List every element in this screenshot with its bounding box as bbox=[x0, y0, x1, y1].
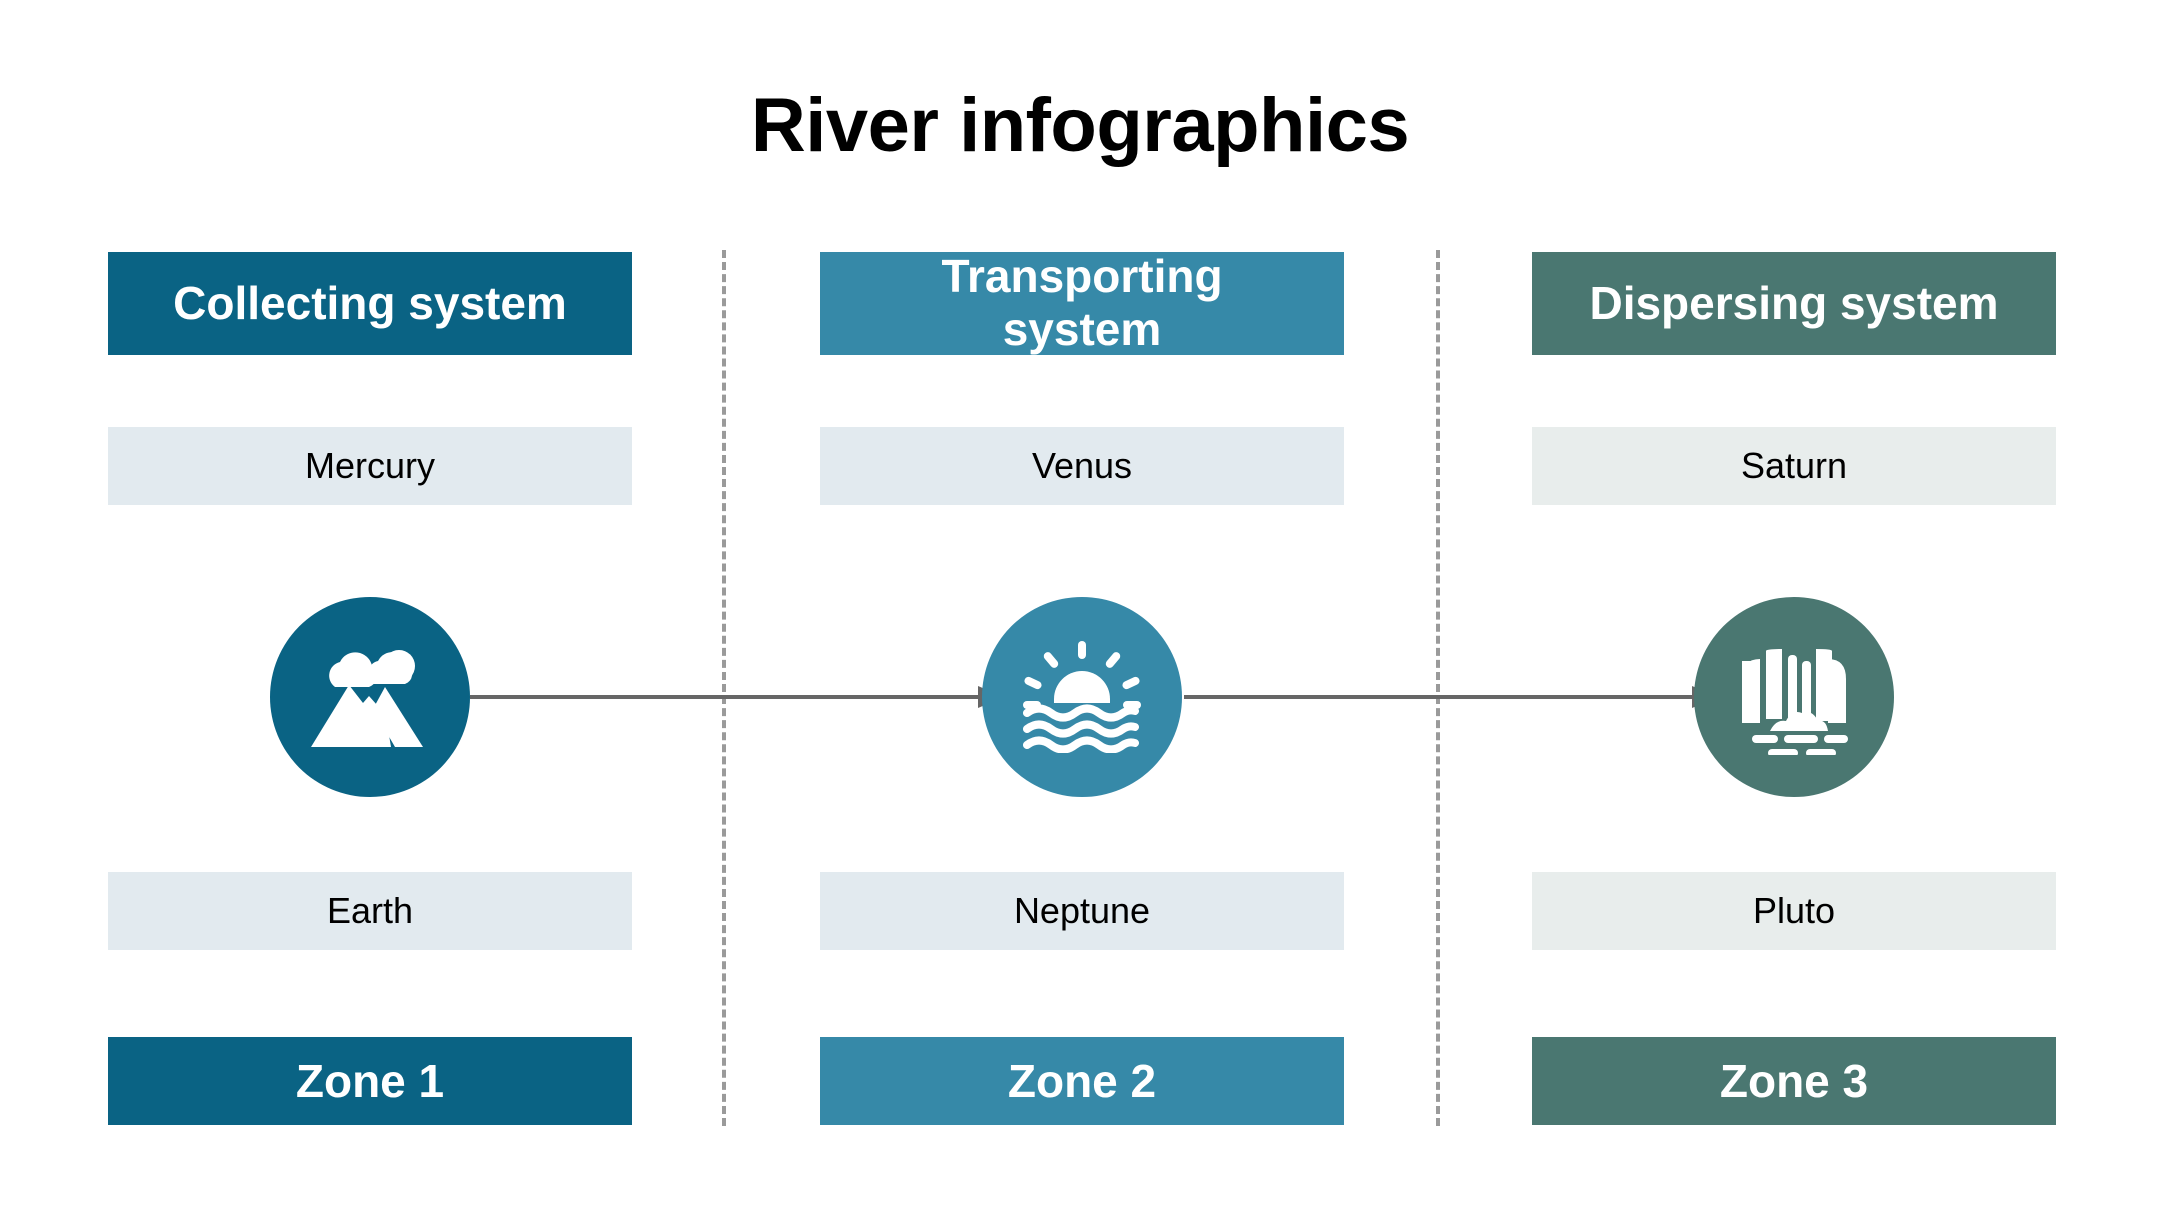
value-text-top-1: Mercury bbox=[304, 445, 435, 486]
divider-between-col1-col2 bbox=[722, 250, 726, 1126]
value-box-bottom-2: Neptune bbox=[820, 872, 1344, 950]
zone-bar-1: Zone 1 bbox=[108, 1037, 632, 1125]
system-header-bar-3: Dispersing system bbox=[1532, 252, 2056, 355]
column-zone-1: Collecting system Mercury bbox=[108, 0, 632, 1215]
mountain-icon bbox=[311, 643, 429, 751]
zone-label-1: Zone 1 bbox=[295, 1055, 445, 1107]
system-header-label-1: Collecting system bbox=[173, 276, 567, 329]
zone-label-2: Zone 2 bbox=[1007, 1055, 1157, 1107]
zone-bar-3: Zone 3 bbox=[1532, 1037, 2056, 1125]
zone-label-3: Zone 3 bbox=[1719, 1055, 1869, 1107]
value-text-bottom-3: Pluto bbox=[1752, 890, 1836, 931]
page-title: River infographics bbox=[750, 83, 1410, 168]
value-box-top-3: Saturn bbox=[1532, 427, 2056, 505]
value-box-top-2: Venus bbox=[820, 427, 1344, 505]
icon-circle-2 bbox=[982, 597, 1182, 797]
system-header-label-3: Dispersing system bbox=[1589, 276, 1999, 329]
column-zone-2: Transporting system Venus bbox=[820, 0, 1344, 1215]
divider-between-col2-col3 bbox=[1436, 250, 1440, 1126]
value-text-top-3: Saturn bbox=[1740, 445, 1848, 486]
sunrise-over-water-icon bbox=[1023, 641, 1141, 753]
column-zone-3: Dispersing system Saturn bbox=[1532, 0, 2056, 1215]
value-text-bottom-2: Neptune bbox=[1013, 890, 1151, 931]
waterfall-icon bbox=[1738, 639, 1850, 755]
icon-circle-1 bbox=[270, 597, 470, 797]
system-header-label-2: Transporting system bbox=[941, 249, 1223, 356]
zone-bar-2: Zone 2 bbox=[820, 1037, 1344, 1125]
value-text-bottom-1: Earth bbox=[326, 890, 414, 931]
system-header-bar-2: Transporting system bbox=[820, 249, 1344, 356]
system-header-bar-1: Collecting system bbox=[108, 252, 632, 355]
value-box-top-1: Mercury bbox=[108, 427, 632, 505]
icon-circle-3 bbox=[1694, 597, 1894, 797]
value-text-top-2: Venus bbox=[1031, 445, 1133, 486]
value-box-bottom-3: Pluto bbox=[1532, 872, 2056, 950]
value-box-bottom-1: Earth bbox=[108, 872, 632, 950]
